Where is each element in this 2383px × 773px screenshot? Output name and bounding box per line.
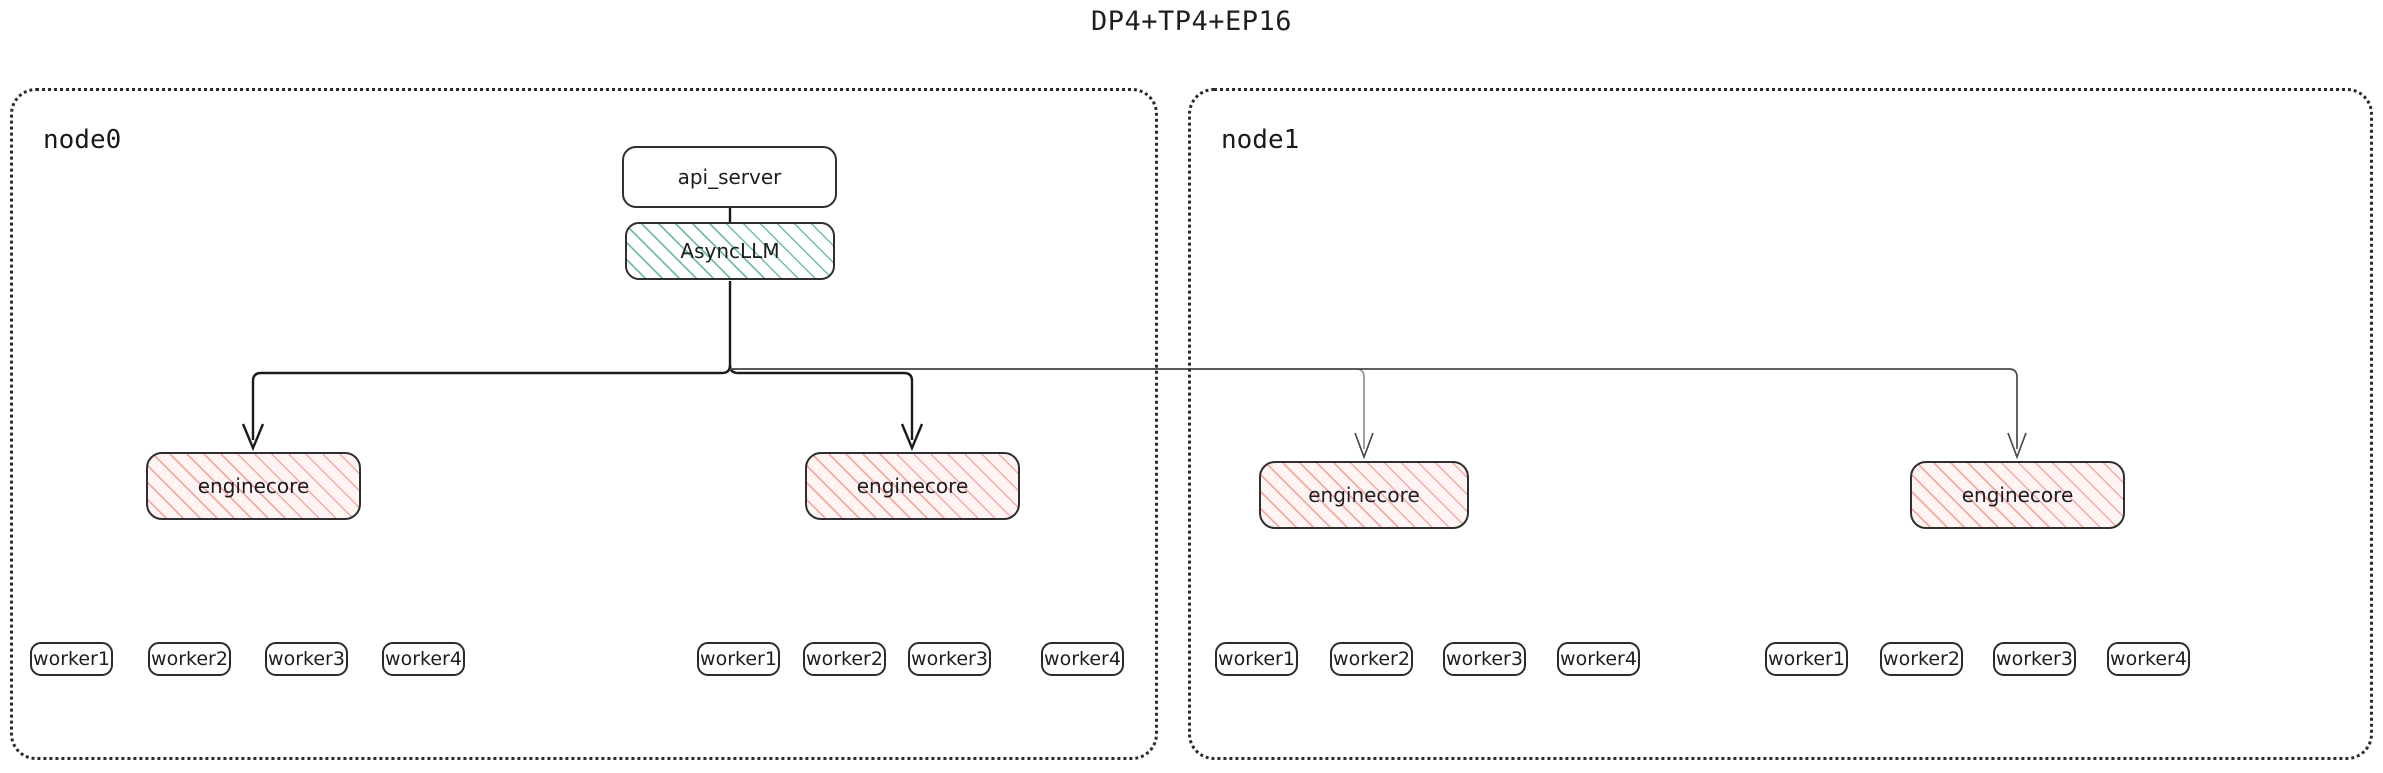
node-worker-n0e1-w3[interactable]: worker3 bbox=[908, 642, 991, 676]
page-title: DP4+TP4+EP16 bbox=[1090, 6, 1293, 37]
cluster-node1[interactable]: node1 bbox=[1188, 88, 2373, 760]
node-worker-n1e0-w3[interactable]: worker3 bbox=[1443, 642, 1526, 676]
node-enginecore-3[interactable]: enginecore bbox=[1910, 461, 2125, 529]
node-worker-n0e0-w2[interactable]: worker2 bbox=[148, 642, 231, 676]
node-async-llm[interactable]: AsyncLLM bbox=[625, 222, 835, 280]
node-worker-n0e0-w4[interactable]: worker4 bbox=[382, 642, 465, 676]
node-worker-n0e1-w4[interactable]: worker4 bbox=[1041, 642, 1124, 676]
node-enginecore-2[interactable]: enginecore bbox=[1259, 461, 1469, 529]
node-worker-n0e0-w1[interactable]: worker1 bbox=[30, 642, 113, 676]
cluster-node0-label: node0 bbox=[43, 125, 122, 155]
node-worker-n1e1-w4[interactable]: worker4 bbox=[2107, 642, 2190, 676]
cluster-node0[interactable]: node0 bbox=[10, 88, 1158, 760]
node-worker-n1e0-w2[interactable]: worker2 bbox=[1330, 642, 1413, 676]
node-worker-n1e0-w4[interactable]: worker4 bbox=[1557, 642, 1640, 676]
node-worker-n0e1-w2[interactable]: worker2 bbox=[803, 642, 886, 676]
cluster-node1-label: node1 bbox=[1221, 125, 1300, 155]
node-worker-n1e1-w2[interactable]: worker2 bbox=[1880, 642, 1963, 676]
node-worker-n0e1-w1[interactable]: worker1 bbox=[697, 642, 780, 676]
node-worker-n0e0-w3[interactable]: worker3 bbox=[265, 642, 348, 676]
node-api-server[interactable]: api_server bbox=[622, 146, 837, 208]
node-worker-n1e1-w3[interactable]: worker3 bbox=[1993, 642, 2076, 676]
node-worker-n1e1-w1[interactable]: worker1 bbox=[1765, 642, 1848, 676]
node-enginecore-1[interactable]: enginecore bbox=[805, 452, 1020, 520]
node-enginecore-0[interactable]: enginecore bbox=[146, 452, 361, 520]
node-worker-n1e0-w1[interactable]: worker1 bbox=[1215, 642, 1298, 676]
